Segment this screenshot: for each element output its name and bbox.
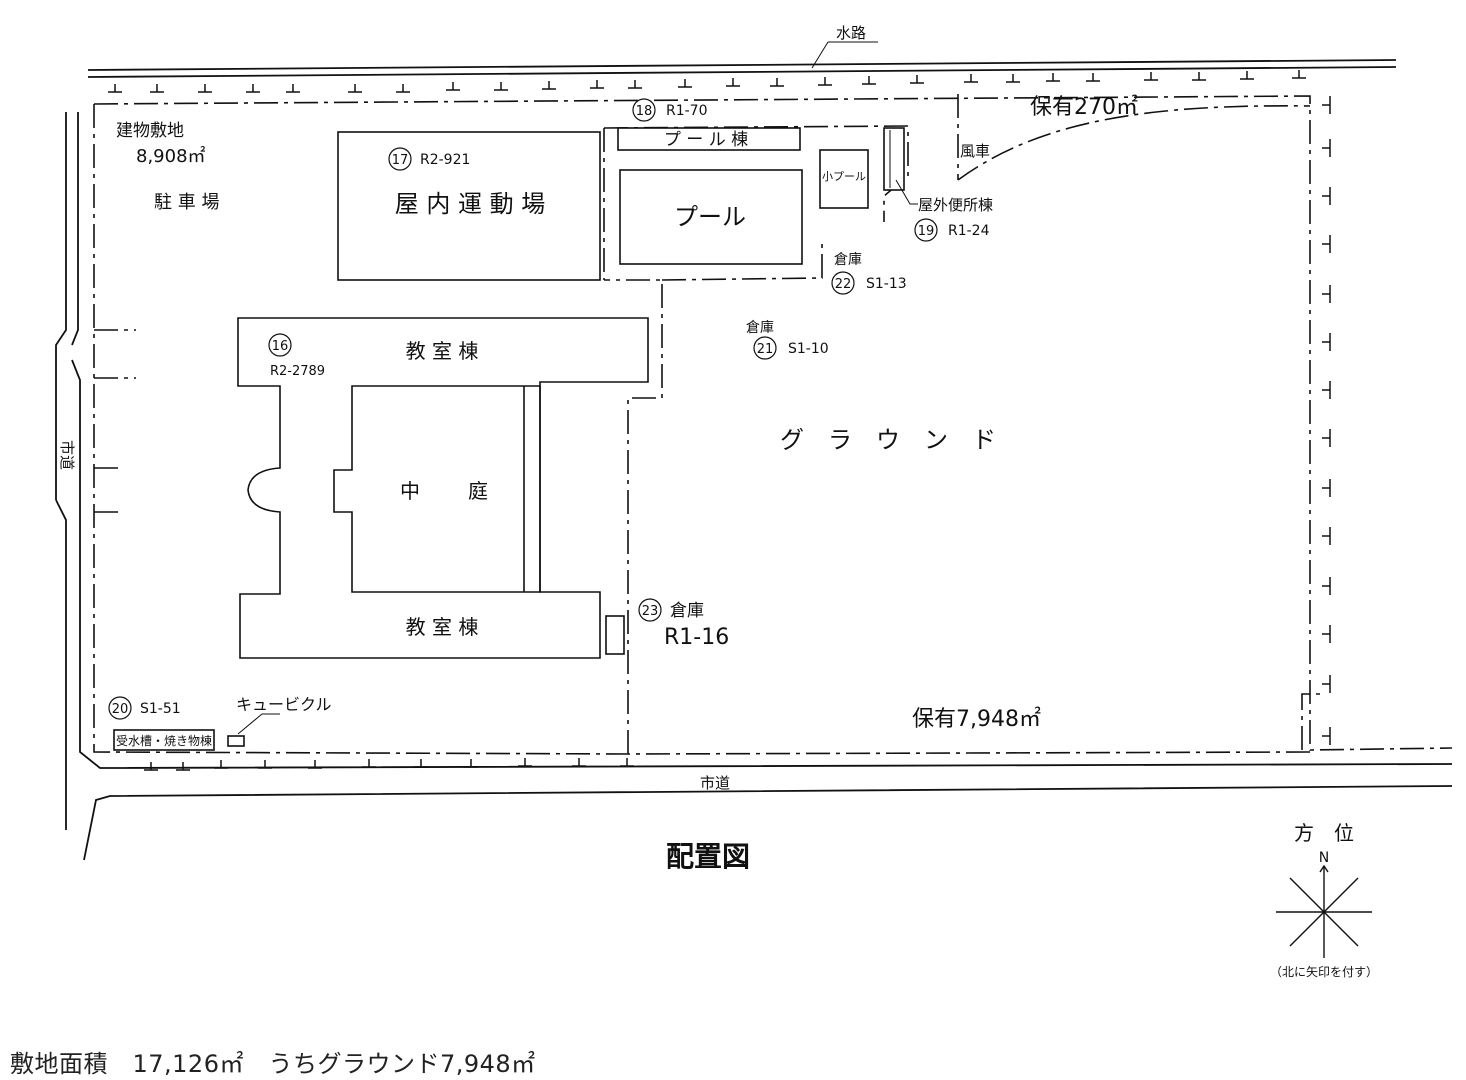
right-fence-marks bbox=[1322, 96, 1331, 745]
storage-23-number-circle bbox=[638, 598, 662, 622]
courtyard-label-b: 庭 bbox=[468, 479, 488, 503]
top-fence-marks bbox=[108, 70, 1306, 93]
classroom-code: R2-2789 bbox=[270, 364, 325, 379]
site-area-footer: 敷地面積 17,126㎡ うちグラウンド7,948㎡ bbox=[10, 1050, 536, 1078]
pool-building-number-circle bbox=[632, 98, 656, 122]
building-site-area: 8,908㎡ bbox=[136, 145, 206, 167]
water-tank-code: S1-51 bbox=[140, 701, 181, 717]
storage-23-code: R1-16 bbox=[664, 625, 729, 650]
water-tank-number: 20 bbox=[112, 702, 129, 717]
site-boundary bbox=[93, 94, 1453, 755]
gym-building: 17 R2-921 屋 内 運 動 場 bbox=[337, 131, 601, 281]
small-pool: 小プール bbox=[819, 149, 869, 209]
classroom-north-name: 教 室 棟 bbox=[406, 339, 479, 363]
pool-building-name: プ ー ル 棟 bbox=[664, 130, 748, 150]
storage-21-code: S1-10 bbox=[788, 341, 829, 357]
pool-building-number: 18 bbox=[636, 104, 653, 119]
canal: 水路 bbox=[87, 24, 1397, 78]
classroom-building-outline bbox=[237, 317, 649, 659]
courtyard: 中 庭 bbox=[400, 479, 488, 503]
windmill-label: 風車 bbox=[960, 142, 990, 160]
classroom-south: 教 室 棟 bbox=[406, 615, 479, 639]
pool: プール bbox=[619, 169, 803, 265]
left-road-label: 市道 bbox=[58, 440, 76, 470]
storage-21: 倉庫 21 S1-10 bbox=[746, 319, 829, 360]
storage-22-number-circle bbox=[831, 271, 855, 295]
compass-north-letter: N bbox=[1319, 850, 1329, 866]
storage-22-number: 22 bbox=[835, 277, 852, 292]
bottom-road-label: 市道 bbox=[700, 774, 730, 792]
cubicle: キュービクル bbox=[227, 695, 332, 747]
small-pool-name: 小プール bbox=[822, 170, 866, 183]
classroom-number: 16 bbox=[272, 339, 289, 354]
storage-21-number: 21 bbox=[757, 342, 774, 357]
toilet-name: 屋外便所棟 bbox=[918, 196, 993, 214]
gym-name: 屋 内 運 動 場 bbox=[395, 190, 546, 218]
storage-22-code: S1-13 bbox=[866, 276, 907, 292]
bottom-fence-marks bbox=[144, 758, 634, 771]
cubicle-label: キュービクル bbox=[236, 695, 332, 714]
storage-21-number-circle bbox=[753, 336, 777, 360]
drawing-title: 配置図 bbox=[666, 840, 750, 873]
compass-title: 方 位 bbox=[1294, 821, 1354, 845]
compass-rose-icon bbox=[1276, 864, 1372, 958]
compass-note: （北に矢印を付す） bbox=[1270, 965, 1378, 979]
compass: 方 位 N （北に矢印を付す） bbox=[1270, 821, 1378, 979]
storage-23-number: 23 bbox=[642, 604, 659, 619]
reserved-ground-label: 保有7,948㎡ bbox=[912, 706, 1041, 732]
water-tank-number-circle bbox=[108, 696, 132, 720]
classroom-south-name: 教 室 棟 bbox=[406, 615, 479, 639]
canal-label: 水路 bbox=[836, 24, 866, 42]
storage-21-name: 倉庫 bbox=[746, 319, 774, 336]
water-tank-building: 20 S1-51 受水槽・焼き物棟 bbox=[108, 696, 215, 751]
pool-building: プ ー ル 棟 18 R1-70 bbox=[617, 98, 801, 151]
toilet-code: R1-24 bbox=[948, 223, 990, 239]
classroom-number-circle bbox=[268, 333, 292, 357]
storage-22: 倉庫 22 S1-13 bbox=[831, 251, 907, 295]
storage-22-name: 倉庫 bbox=[834, 251, 862, 268]
storage-23-name: 倉庫 bbox=[670, 601, 704, 621]
water-tank-name: 受水槽・焼き物棟 bbox=[116, 733, 212, 748]
gym-number: 17 bbox=[392, 153, 409, 168]
courtyard-label-a: 中 bbox=[400, 479, 420, 503]
pool-building-code: R1-70 bbox=[666, 103, 708, 119]
gym-number-circle bbox=[388, 147, 412, 171]
outdoor-toilet: 屋外便所棟 19 R1-24 bbox=[883, 127, 993, 242]
toilet-number: 19 bbox=[918, 224, 935, 239]
ground-label: グ ラ ウ ン ド bbox=[780, 426, 996, 454]
storage-23: 23 倉庫 R1-16 bbox=[605, 598, 729, 655]
classroom-north: 16 R2-2789 教 室 棟 bbox=[268, 333, 479, 379]
gym-code: R2-921 bbox=[420, 152, 470, 168]
building-site-title: 建物敷地 bbox=[116, 121, 184, 141]
reserved-top-label: 保有270㎡ bbox=[1030, 94, 1138, 120]
left-road: 市道 bbox=[55, 112, 1453, 830]
toilet-number-circle bbox=[914, 218, 938, 242]
reserved-area-curve bbox=[957, 105, 1311, 181]
parking-label: 駐 車 場 bbox=[154, 192, 219, 213]
bottom-road: 市道 bbox=[83, 774, 1453, 861]
pool-name: プール bbox=[674, 203, 746, 231]
